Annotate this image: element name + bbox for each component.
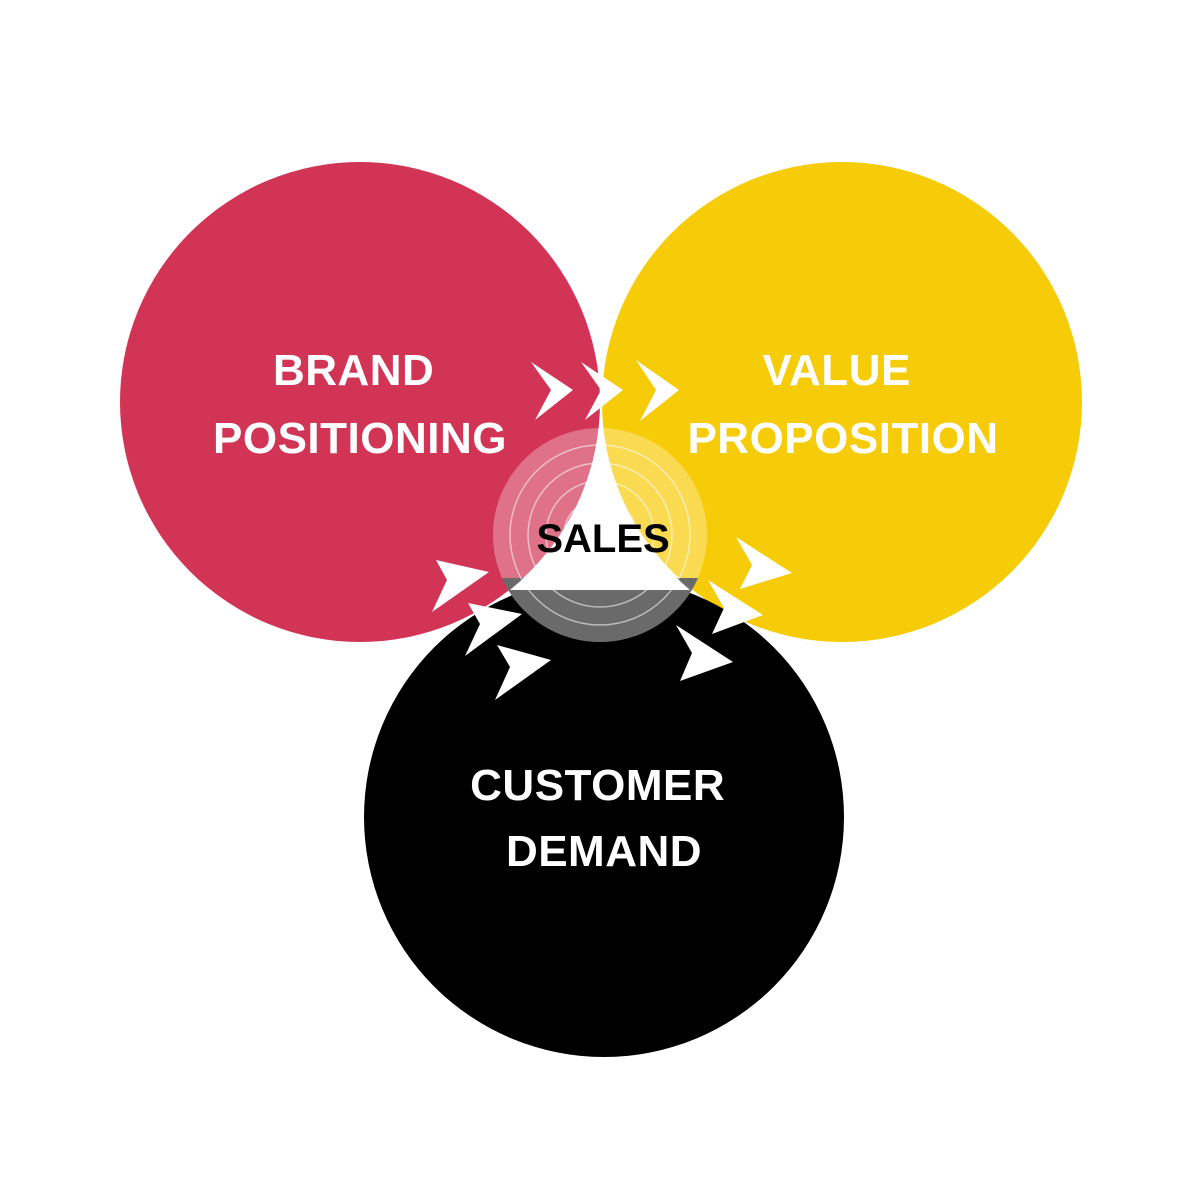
brand-positioning-label: BRAND POSITIONING bbox=[213, 346, 507, 463]
sales-hub-ring bbox=[509, 444, 691, 626]
value-proposition-circle bbox=[602, 162, 1082, 642]
arrow-right-icon bbox=[581, 362, 623, 420]
sales-label: SALES bbox=[536, 517, 669, 561]
sales-hub bbox=[493, 425, 707, 642]
arrow-right-icon bbox=[636, 360, 679, 421]
brand-positioning-circle bbox=[120, 162, 600, 642]
value-proposition-label: VALUE PROPOSITION bbox=[687, 346, 998, 463]
sales-hub-center-wedge bbox=[510, 425, 690, 590]
arrow-right-icon bbox=[736, 537, 792, 589]
arrow-right-icon bbox=[531, 362, 573, 420]
customer-demand-label: CUSTOMER DEMAND bbox=[470, 761, 738, 876]
arrow-right-icon bbox=[432, 560, 489, 612]
arrow-right-icon bbox=[708, 580, 763, 634]
arrow-right-icon bbox=[465, 603, 522, 656]
arrow-group bbox=[432, 360, 792, 700]
customer-demand-circle bbox=[364, 577, 844, 1057]
arrow-right-icon bbox=[495, 645, 551, 700]
arrow-right-icon bbox=[676, 625, 733, 681]
